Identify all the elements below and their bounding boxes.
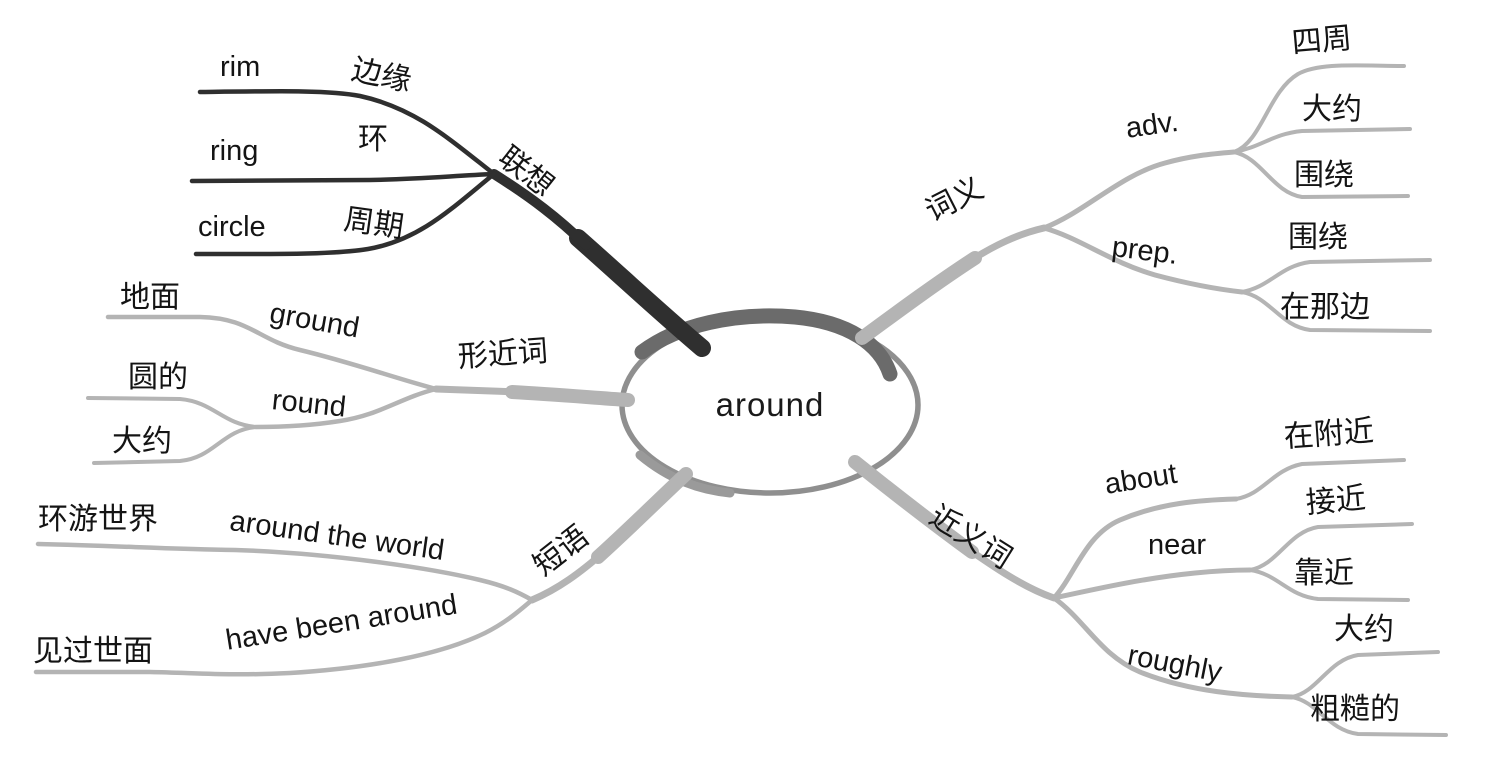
node-ring: ring [210,135,259,167]
node-near-zh2: 靠近 [1294,557,1354,590]
branch-meanings-line-adv [1041,149,1237,231]
branch-synonyms-line-near-zh2 [1248,568,1410,602]
branch-association-line-rim [197,88,497,177]
node-ground-zh: 地面 [120,281,180,314]
branch-phrases-main-thin [528,547,609,604]
branch-meanings-line-prep [1041,225,1245,295]
branch-meanings-line-adv-zh1 [1232,63,1406,154]
node-ring-zh: 环 [358,123,388,156]
branch-similar-line-round-zh2 [92,425,258,465]
node-roughly-zh1: 大约 [1334,613,1394,646]
center-node-label: around [715,386,825,423]
branch-meanings-line-prep-zh1 [1240,258,1432,294]
branch-synonyms-line-near [1051,567,1253,601]
branch-association-main-thick [569,229,711,357]
branch-phrases-line-world [35,541,535,603]
branch-meanings-line-prep-zh2 [1240,290,1432,333]
branch-similar-line-ground [105,314,439,392]
branch-meanings-line-adv-zh3 [1232,150,1410,199]
branch-synonyms-main-thin [960,542,1058,602]
node-round-zh2: 大约 [112,425,172,458]
branch-synonyms-line-near-zh1 [1248,522,1414,572]
node-adv-zh1: 四周 [1290,21,1354,60]
branch-synonyms-line-roughly [1051,595,1295,700]
branch-association-main-thin [489,169,591,250]
branch-similar-main-thin [432,385,524,396]
node-about-zh1: 在附近 [1282,414,1375,454]
branch-phrases-line-havebeen [33,597,535,677]
branch-synonyms-line-about [1051,496,1239,601]
branch-synonyms-line-roughly-zh2 [1290,695,1448,737]
node-rim: rim [220,51,261,83]
branch-synonyms-line-roughly-zh1 [1290,650,1440,699]
branch-label-similar-words: 形近词 [456,334,549,374]
node-prep-zh2: 在那边 [1280,291,1370,324]
branch-meanings-main-thick [855,251,982,345]
branch-phrases-main-thick [591,467,693,564]
branch-similar-line-round-zh1 [86,396,258,429]
node-adv-zh2: 大约 [1302,93,1362,126]
branch-association-line-circle [193,171,497,257]
branch-meanings-main-thin [964,224,1048,266]
node-near: near [1148,529,1207,561]
branch-meanings-line-adv-zh2 [1232,127,1412,154]
node-have-been-around-zh: 见过世面 [33,635,153,668]
branch-association-line-ring [189,171,497,184]
node-around-the-world-zh: 环游世界 [38,503,158,536]
node-near-zh1: 接近 [1304,481,1368,520]
node-circle: circle [198,211,266,243]
node-adv: adv. [1123,105,1181,145]
branch-similar-line-round [253,386,439,430]
node-adv-zh3: 围绕 [1294,159,1354,192]
branch-similar-main-thick [505,385,635,407]
node-round-zh1: 圆的 [128,361,188,394]
node-roughly-zh2: 粗糙的 [1310,693,1400,726]
node-prep-zh1: 围绕 [1288,221,1348,254]
branch-synonyms-main-thick [848,455,979,559]
branch-synonyms-line-about-zh1 [1234,458,1406,501]
